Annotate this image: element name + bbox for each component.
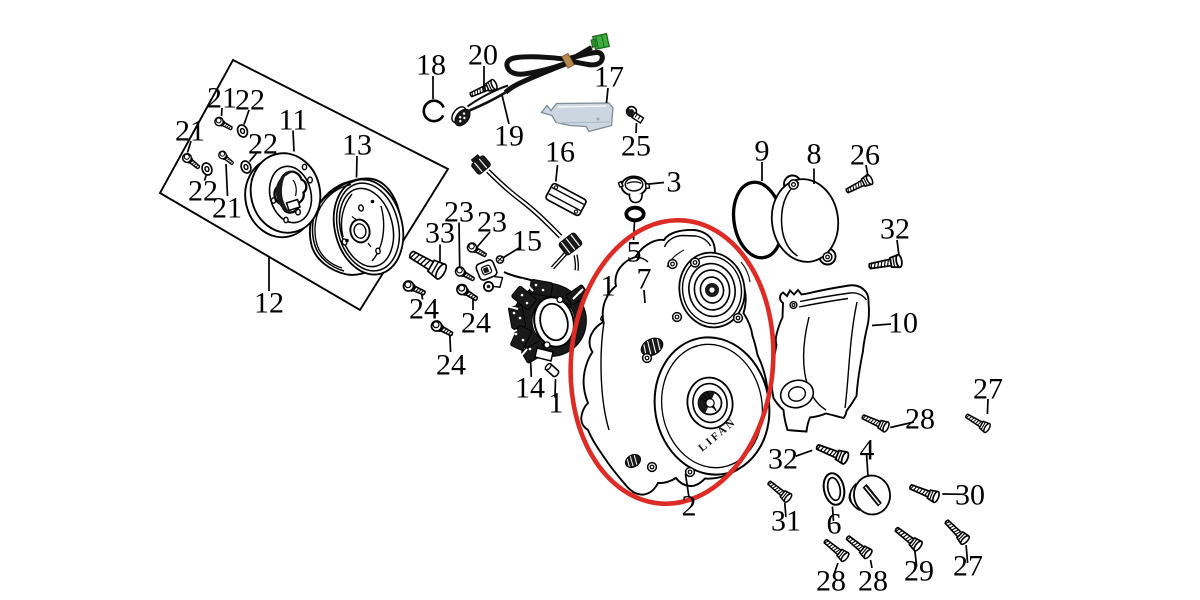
- svg-text:21: 21: [212, 192, 242, 225]
- svg-text:5: 5: [627, 236, 642, 269]
- svg-text:28: 28: [905, 403, 935, 436]
- svg-text:2: 2: [682, 490, 697, 523]
- svg-text:14: 14: [515, 372, 545, 405]
- svg-text:24: 24: [436, 349, 466, 382]
- svg-text:32: 32: [768, 443, 798, 476]
- svg-text:3: 3: [667, 166, 682, 199]
- svg-text:7: 7: [637, 263, 652, 296]
- svg-text:23: 23: [477, 206, 507, 239]
- svg-text:28: 28: [858, 565, 888, 598]
- svg-text:1: 1: [549, 387, 564, 420]
- svg-text:8: 8: [807, 138, 822, 171]
- svg-text:27: 27: [973, 373, 1003, 406]
- svg-text:9: 9: [755, 135, 770, 168]
- svg-text:24: 24: [409, 293, 439, 326]
- svg-text:27: 27: [953, 550, 983, 583]
- svg-text:33: 33: [425, 217, 455, 250]
- svg-text:29: 29: [904, 555, 934, 588]
- svg-text:18: 18: [416, 49, 446, 82]
- svg-text:20: 20: [468, 39, 498, 72]
- svg-text:31: 31: [771, 505, 801, 538]
- svg-text:22: 22: [235, 84, 265, 117]
- svg-text:21: 21: [175, 115, 205, 148]
- svg-text:22: 22: [248, 128, 278, 161]
- svg-text:4: 4: [860, 434, 875, 467]
- svg-text:17: 17: [594, 61, 624, 94]
- svg-text:22: 22: [188, 175, 218, 208]
- svg-text:30: 30: [955, 479, 985, 512]
- svg-text:1: 1: [601, 270, 616, 303]
- svg-text:28: 28: [816, 565, 846, 598]
- svg-text:13: 13: [342, 129, 372, 162]
- svg-text:6: 6: [827, 508, 842, 541]
- svg-text:11: 11: [279, 104, 308, 137]
- svg-text:21: 21: [207, 82, 237, 115]
- svg-text:19: 19: [494, 120, 524, 153]
- svg-text:10: 10: [888, 307, 918, 340]
- svg-text:16: 16: [545, 136, 575, 169]
- svg-text:12: 12: [254, 287, 284, 320]
- svg-text:26: 26: [850, 139, 880, 172]
- svg-text:25: 25: [621, 130, 651, 163]
- svg-text:23: 23: [444, 196, 474, 229]
- svg-text:24: 24: [461, 307, 491, 340]
- svg-text:32: 32: [880, 213, 910, 246]
- svg-text:15: 15: [512, 225, 542, 258]
